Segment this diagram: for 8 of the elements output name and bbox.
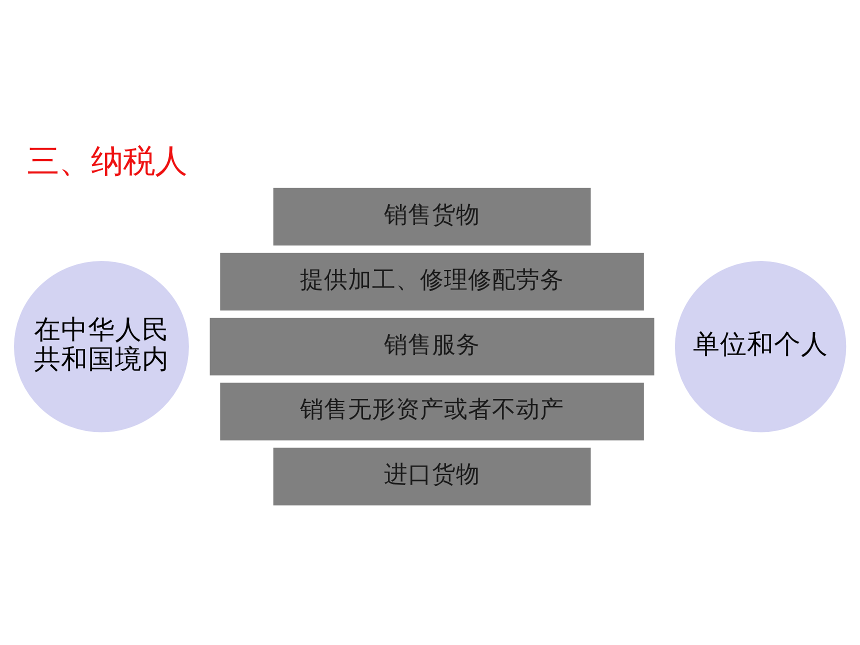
node-box: 销售无形资产或者不动产: [218, 380, 646, 442]
node-circle: 单位和个人: [674, 260, 846, 432]
node-box: 进口货物: [272, 446, 592, 506]
node-box: 销售货物: [272, 186, 592, 246]
node-box: 提供加工、修理修配劳务: [218, 250, 646, 312]
node-circle: 在中华人民共和国境内: [14, 260, 189, 432]
diagram-title: 三、纳税人: [26, 141, 187, 180]
node-box: 销售服务: [208, 316, 656, 376]
